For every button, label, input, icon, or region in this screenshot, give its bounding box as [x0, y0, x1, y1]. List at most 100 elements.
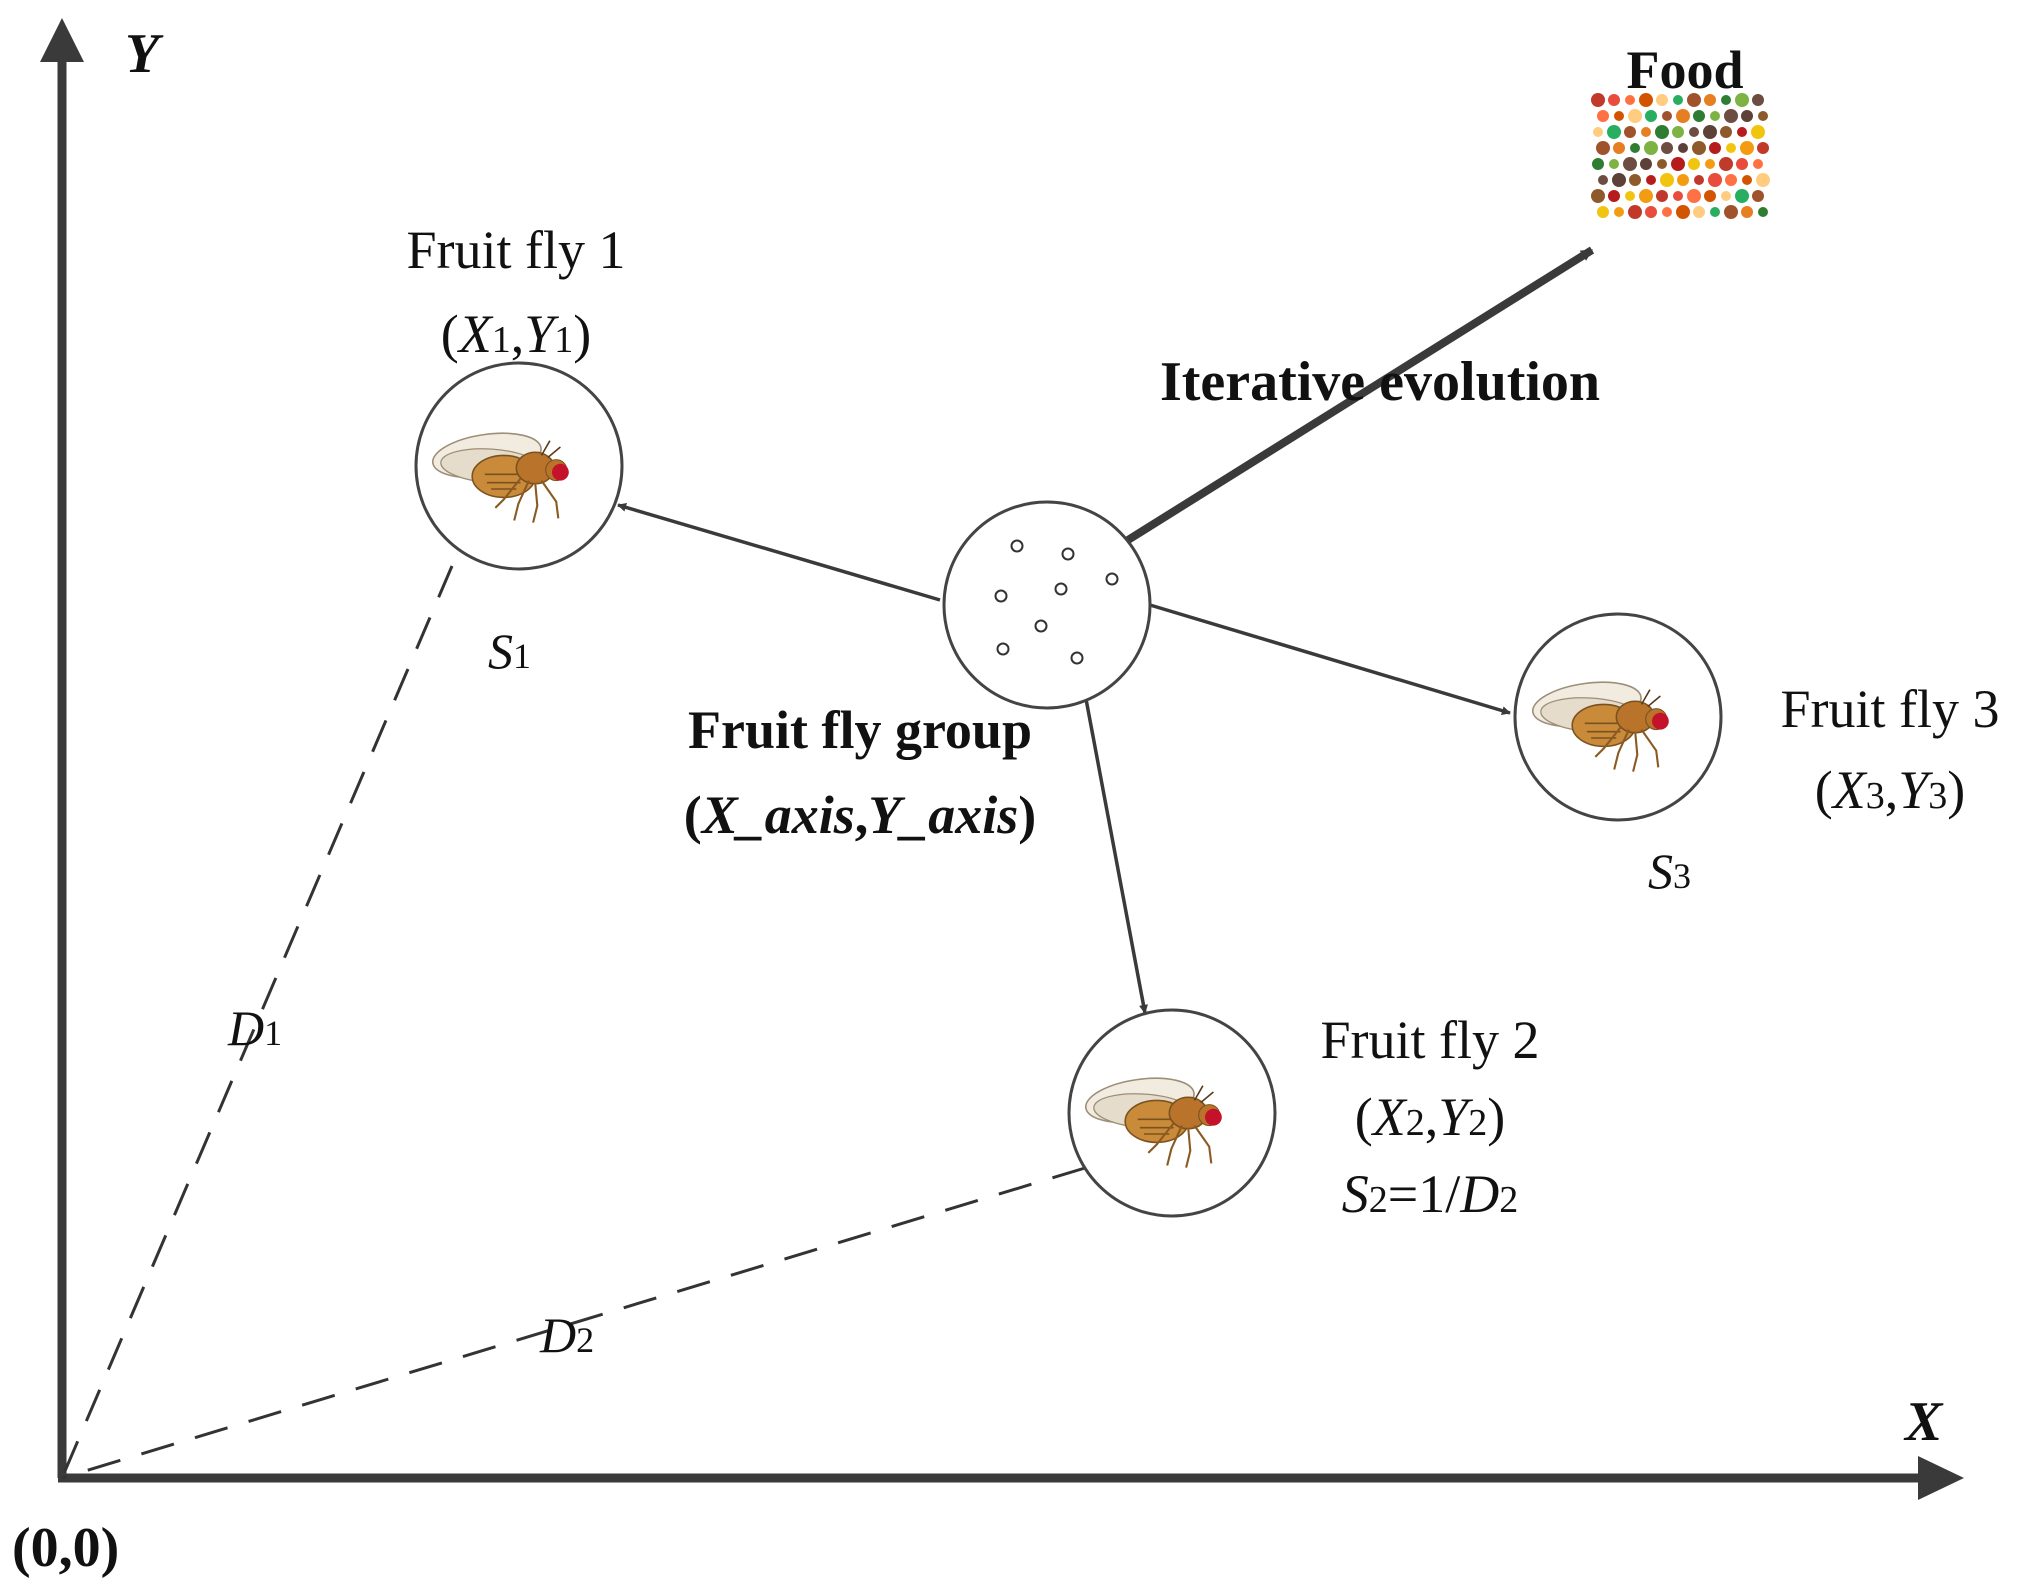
- food-item: [1629, 174, 1641, 186]
- d2-label: D2: [539, 1307, 594, 1363]
- food-item: [1612, 173, 1626, 187]
- food-item: [1735, 93, 1749, 107]
- food-item: [1614, 207, 1624, 217]
- food-item: [1687, 189, 1701, 203]
- food-item: [1736, 158, 1748, 170]
- arrow-to-fly3: [1149, 603, 1511, 715]
- food-item: [1628, 109, 1642, 123]
- food-item: [1678, 143, 1688, 153]
- food-item: [1705, 159, 1715, 169]
- food-item: [1688, 158, 1700, 170]
- food-item: [1741, 110, 1753, 122]
- food-item: [1662, 111, 1672, 121]
- food-item: [1625, 95, 1635, 105]
- food-item: [1724, 205, 1738, 219]
- d1-label: D1: [227, 1000, 282, 1056]
- y-axis-label: Y: [125, 23, 164, 85]
- food-item: [1757, 142, 1769, 154]
- food-item: [1639, 189, 1653, 203]
- food-item: [1662, 207, 1672, 217]
- fly3-title: Fruit fly 3: [1780, 679, 1999, 739]
- food-item: [1710, 111, 1720, 121]
- food-item: [1639, 93, 1653, 107]
- food-item: [1613, 142, 1625, 154]
- x-axis-label: X: [1903, 1391, 1944, 1453]
- food-item: [1726, 143, 1736, 153]
- food-item: [1687, 93, 1701, 107]
- food-item: [1657, 159, 1667, 169]
- fly2-coords: (X2,Y2): [1355, 1087, 1506, 1147]
- food-item: [1703, 125, 1717, 139]
- food-item: [1677, 174, 1689, 186]
- food-item: [1692, 141, 1706, 155]
- group-member-dot: [1010, 539, 1024, 553]
- fly3-coords: (X3,Y3): [1815, 760, 1966, 820]
- food-item: [1608, 94, 1620, 106]
- food-item: [1742, 175, 1752, 185]
- arrow-to-fly1: [617, 502, 941, 602]
- food-item: [1724, 109, 1738, 123]
- food-item: [1593, 127, 1603, 137]
- food-item: [1719, 157, 1733, 171]
- fruit-fly-1-node: [414, 361, 624, 571]
- food-item: [1709, 142, 1721, 154]
- food-item: [1640, 158, 1652, 170]
- food-item: [1645, 206, 1657, 218]
- group-member-dot: [1061, 547, 1075, 561]
- food-item: [1608, 190, 1620, 202]
- food-item: [1598, 175, 1608, 185]
- fly2-title: Fruit fly 2: [1320, 1010, 1539, 1070]
- food-item: [1646, 175, 1656, 185]
- food-label: Food: [1626, 40, 1743, 100]
- food-item: [1694, 175, 1704, 185]
- food-item: [1591, 93, 1605, 107]
- food-item: [1660, 173, 1674, 187]
- food-item: [1645, 110, 1657, 122]
- x-axis-arrowhead: [1918, 1456, 1964, 1500]
- food-item: [1693, 206, 1705, 218]
- food-item: [1693, 110, 1705, 122]
- food-item: [1597, 206, 1609, 218]
- group-member-dot: [996, 642, 1010, 656]
- food-collage-icon: [1591, 93, 1770, 219]
- fly2-fitness: S2=1/D2: [1342, 1164, 1518, 1224]
- fly3-s-label: S3: [1648, 843, 1691, 899]
- food-item: [1614, 111, 1624, 121]
- food-item: [1704, 94, 1716, 106]
- fly1-coords: (X1,Y1): [441, 304, 592, 364]
- food-item: [1673, 191, 1683, 201]
- food-item: [1609, 159, 1619, 169]
- food-item: [1623, 157, 1637, 171]
- food-item: [1704, 190, 1716, 202]
- fly1-s-label: S1: [488, 623, 531, 679]
- food-item: [1671, 157, 1685, 171]
- origin-label: (0,0): [12, 1517, 119, 1579]
- food-item: [1625, 191, 1635, 201]
- food-item: [1592, 158, 1604, 170]
- food-item: [1591, 189, 1605, 203]
- food-item: [1661, 142, 1673, 154]
- food-item: [1655, 125, 1669, 139]
- food-item: [1624, 126, 1636, 138]
- arrow-iterative-evolution: [1125, 246, 1595, 544]
- food-item: [1630, 143, 1640, 153]
- group-member-dot: [1034, 619, 1048, 633]
- food-item: [1672, 126, 1684, 138]
- food-item: [1710, 207, 1720, 217]
- group-coords: (X_axis,Y_axis): [684, 785, 1037, 845]
- food-item: [1607, 125, 1621, 139]
- food-item: [1628, 205, 1642, 219]
- food-item: [1676, 109, 1690, 123]
- distance-line-d2: [61, 1166, 1086, 1480]
- arrow-to-fly2: [1081, 682, 1148, 1014]
- fruit-fly-group-node: [942, 500, 1152, 710]
- food-item: [1758, 207, 1768, 217]
- food-item: [1740, 141, 1754, 155]
- group-member-dot: [1070, 651, 1084, 665]
- food-item: [1752, 190, 1764, 202]
- group-member-dot: [1105, 572, 1119, 586]
- food-item: [1735, 189, 1749, 203]
- food-item: [1756, 173, 1770, 187]
- food-item: [1741, 206, 1753, 218]
- food-item: [1676, 205, 1690, 219]
